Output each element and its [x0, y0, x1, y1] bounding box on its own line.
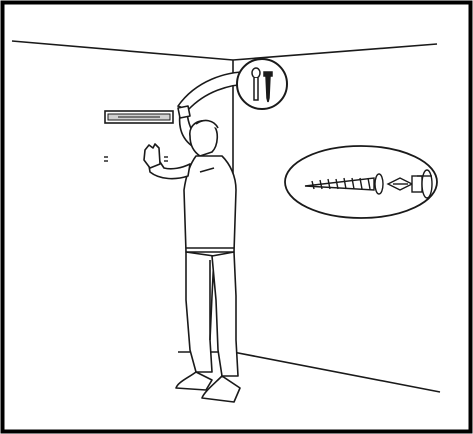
small-callout	[236, 58, 288, 110]
large-callout	[284, 145, 438, 219]
screw-icon	[304, 173, 384, 195]
screw-icon	[263, 71, 273, 103]
wall-anchor-icon	[411, 169, 433, 199]
mounting-rail	[104, 110, 174, 124]
person-icon	[143, 105, 241, 403]
wall-anchor-icon	[251, 67, 261, 101]
magnifier-callout	[236, 58, 288, 110]
screw-hole-marks	[104, 156, 168, 162]
